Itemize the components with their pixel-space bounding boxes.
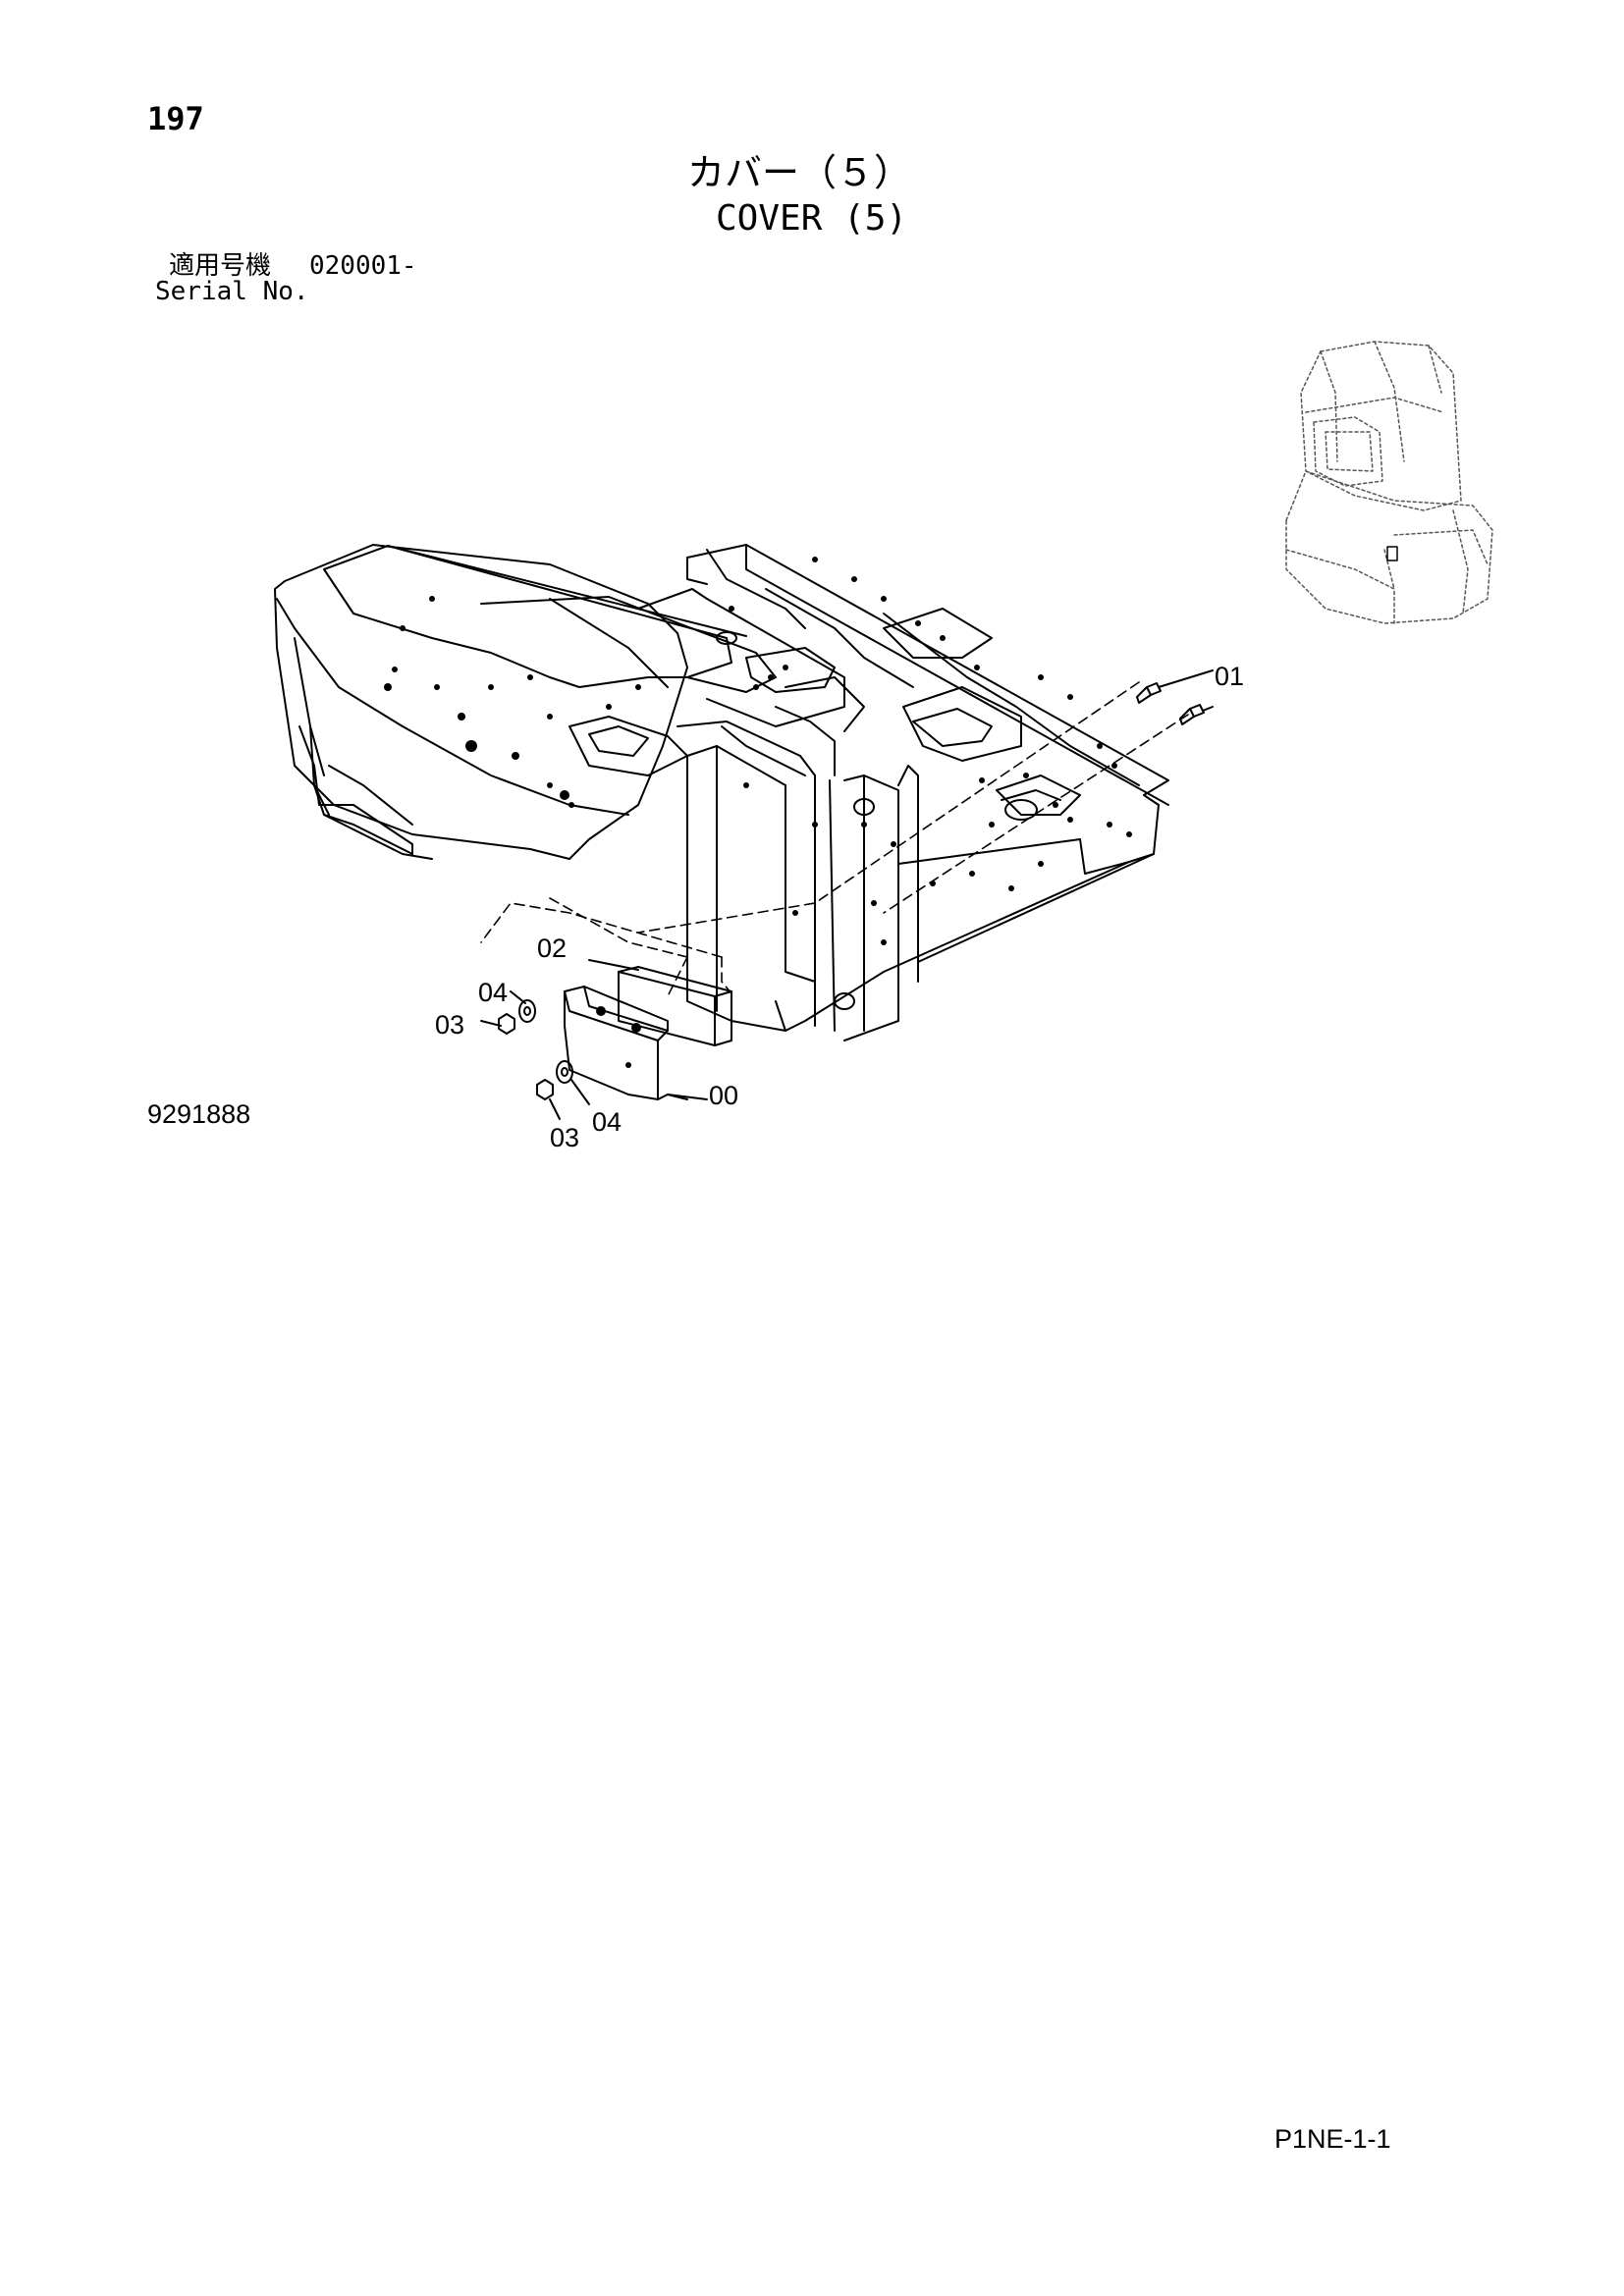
mounting-holes [384,557,1132,945]
callout-04-lower: 04 [592,1107,622,1137]
exploded-parts-diagram: 01 02 04 03 00 03 04 [274,341,1493,1152]
large-holes [716,631,1038,1010]
machine-location-thumbnail [1285,341,1493,624]
drawing-number: 9291888 [147,1099,251,1129]
part-00-cover-plate [564,986,708,1100]
callout-00: 00 [709,1081,738,1110]
parts-03-04-washers-nuts [480,990,590,1120]
page-code: P1NE-1-1 [1274,2124,1391,2154]
serial-label-japanese: 適用号機 [169,251,272,281]
part-02-spacer-bar [588,959,732,1046]
callout-03-lower: 03 [550,1123,579,1152]
callout-02: 02 [537,934,567,963]
part-01-bolts [1136,669,1214,725]
callout-04-upper: 04 [478,978,508,1007]
title-japanese: カバー（５） [687,151,912,194]
serial-value: 020001- [309,251,417,281]
upper-frame-assembly [274,544,1189,1041]
callout-01: 01 [1215,662,1244,691]
callout-03-upper: 03 [435,1010,464,1040]
title-english: COVER (5) [716,198,908,239]
serial-label-english: Serial No. [155,277,309,306]
page-number: 197 [147,100,204,137]
